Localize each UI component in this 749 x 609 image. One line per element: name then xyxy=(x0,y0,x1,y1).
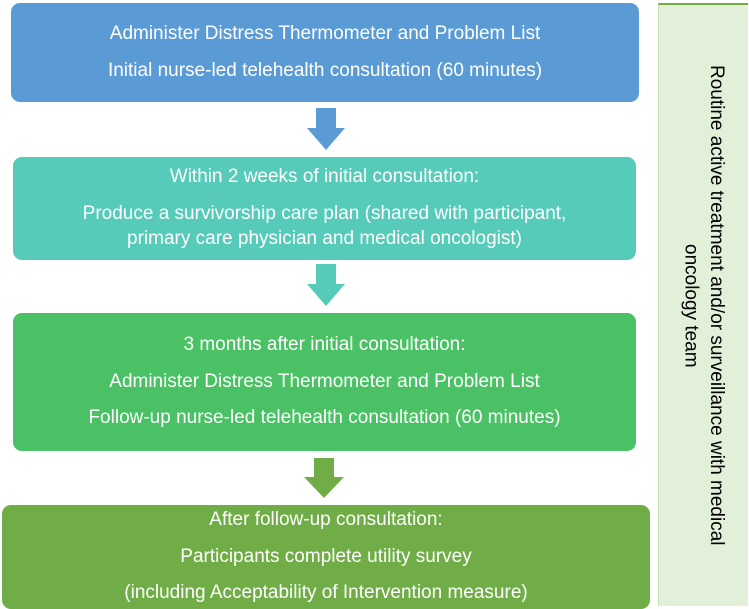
step-box-care-plan: Within 2 weeks of initial consultation: … xyxy=(13,157,636,260)
step-3-line-2: Administer Distress Thermometer and Prob… xyxy=(109,370,540,392)
down-arrow-icon xyxy=(307,264,345,306)
side-panel-text: Routine active treatment and/or surveill… xyxy=(678,65,729,546)
side-panel-line-2: oncology team xyxy=(680,243,702,368)
step-1-line-2: Initial nurse-led telehealth consultatio… xyxy=(107,59,543,81)
step-3-line-1: 3 months after initial consultation: xyxy=(183,333,466,355)
down-arrow-icon xyxy=(307,108,345,150)
step-2-line-3: primary care physician and medical oncol… xyxy=(127,227,522,249)
step-2-description: Produce a survivorship care plan (shared… xyxy=(83,202,567,251)
step-2-line-1: Within 2 weeks of initial consultation: xyxy=(169,166,480,188)
step-box-initial-consultation: Administer Distress Thermometer and Prob… xyxy=(11,3,639,102)
step-1-line-1: Administer Distress Thermometer and Prob… xyxy=(109,22,541,44)
arrow-1-shape xyxy=(307,108,345,150)
arrow-3-shape xyxy=(304,458,344,498)
side-panel-routine-care: Routine active treatment and/or surveill… xyxy=(658,3,748,606)
side-panel-line-1: Routine active treatment and/or surveill… xyxy=(706,65,728,546)
step-2-line-2: Produce a survivorship care plan (shared… xyxy=(82,203,567,225)
step-box-utility-survey: After follow-up consultation: Participan… xyxy=(2,505,650,609)
arrow-2-shape xyxy=(307,264,345,306)
step-3-line-3: Follow-up nurse-led telehealth consultat… xyxy=(88,407,561,429)
step-4-line-3: (including Acceptability of Intervention… xyxy=(124,582,528,604)
step-4-line-1: After follow-up consultation: xyxy=(209,508,443,530)
down-arrow-icon xyxy=(304,458,344,498)
step-4-line-2: Participants complete utility survey xyxy=(180,545,472,567)
step-box-follow-up-consultation: 3 months after initial consultation: Adm… xyxy=(13,313,636,451)
